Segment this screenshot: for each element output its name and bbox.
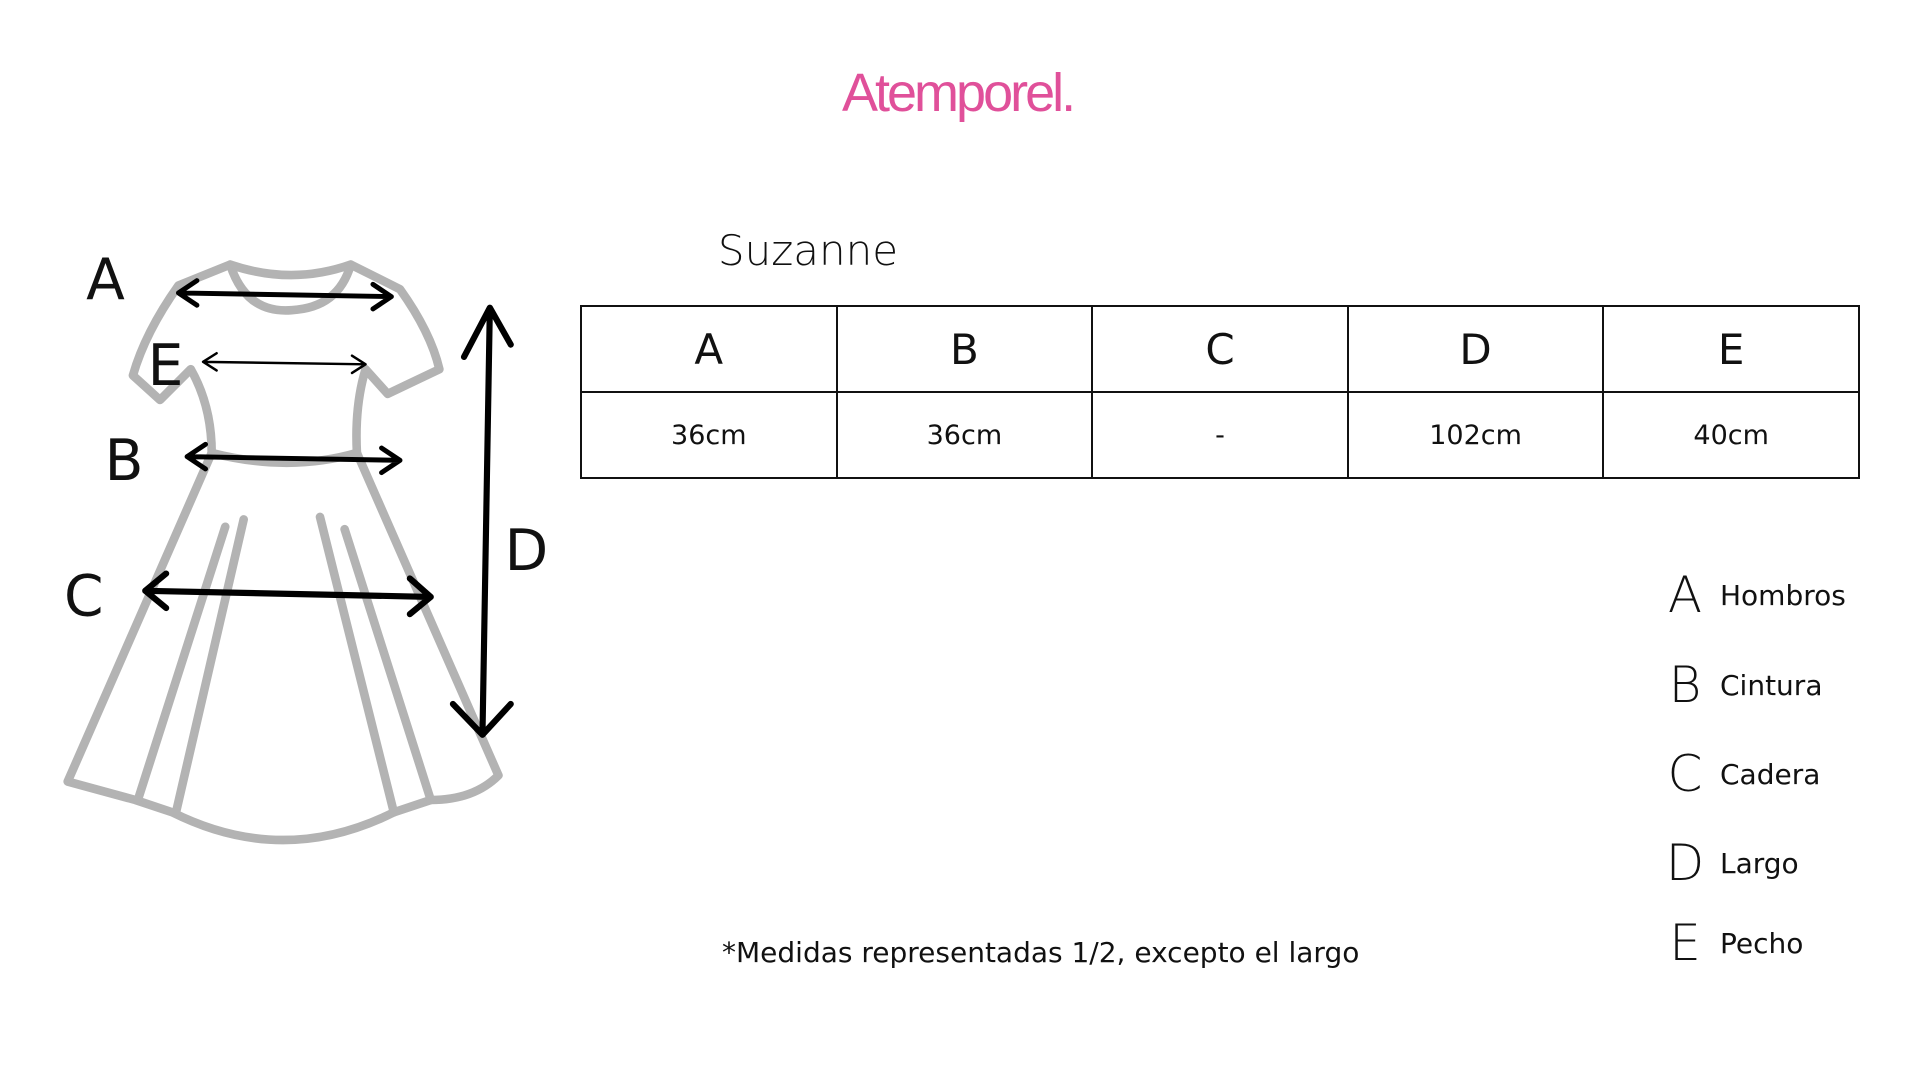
legend-item: C Cadera bbox=[1656, 745, 1821, 803]
diagram-label-d: D bbox=[505, 518, 549, 584]
legend-label: Cadera bbox=[1720, 757, 1821, 791]
diagram-label-b: B bbox=[105, 428, 144, 494]
legend-letter: B bbox=[1668, 656, 1702, 714]
table-header-row: A B C D E bbox=[580, 305, 1860, 393]
arrow-d bbox=[449, 304, 514, 738]
value-c: - bbox=[1091, 391, 1349, 479]
header-d: D bbox=[1346, 305, 1605, 393]
product-title-wrap: Suzanne bbox=[0, 226, 1920, 275]
diagram-label-e: E bbox=[148, 333, 184, 399]
table-row: 36cm 36cm - 102cm 40cm bbox=[580, 391, 1860, 479]
measurement-arrows bbox=[142, 278, 514, 738]
legend-letter: D bbox=[1665, 834, 1705, 892]
legend-letter: C bbox=[1667, 745, 1703, 803]
arrow-c bbox=[142, 570, 434, 618]
legend-item: B Cintura bbox=[1656, 656, 1823, 714]
legend-label: Cintura bbox=[1720, 668, 1823, 702]
legend-item: D Largo bbox=[1656, 834, 1799, 892]
value-b: 36cm bbox=[835, 391, 1094, 479]
arrow-a bbox=[176, 278, 394, 312]
size-table: A B C D E 36cm 36cm - 102cm 40cm bbox=[580, 305, 1860, 479]
value-d: 102cm bbox=[1346, 391, 1605, 479]
brand-logo: Atemporel. bbox=[842, 63, 1076, 123]
header-c: C bbox=[1091, 305, 1349, 393]
arrow-b bbox=[184, 441, 403, 476]
product-title: Suzanne bbox=[717, 226, 899, 275]
legend-label: Largo bbox=[1720, 846, 1799, 880]
legend-label: Pecho bbox=[1720, 926, 1804, 960]
legend-letter: A bbox=[1667, 566, 1703, 624]
dress-outline bbox=[63, 260, 503, 845]
legend-letter: E bbox=[1669, 914, 1701, 972]
arrow-e bbox=[201, 352, 367, 375]
header-a: A bbox=[580, 305, 838, 393]
value-e: 40cm bbox=[1602, 391, 1860, 479]
legend-label: Hombros bbox=[1720, 578, 1846, 612]
legend-item: A Hombros bbox=[1656, 566, 1846, 624]
value-a: 36cm bbox=[580, 391, 838, 479]
diagram-label-c: C bbox=[64, 563, 104, 629]
footnote: *Medidas representadas 1/2, excepto el l… bbox=[722, 936, 1360, 969]
header-b: B bbox=[835, 305, 1094, 393]
legend-item: E Pecho bbox=[1656, 914, 1803, 972]
header-e: E bbox=[1602, 305, 1860, 393]
